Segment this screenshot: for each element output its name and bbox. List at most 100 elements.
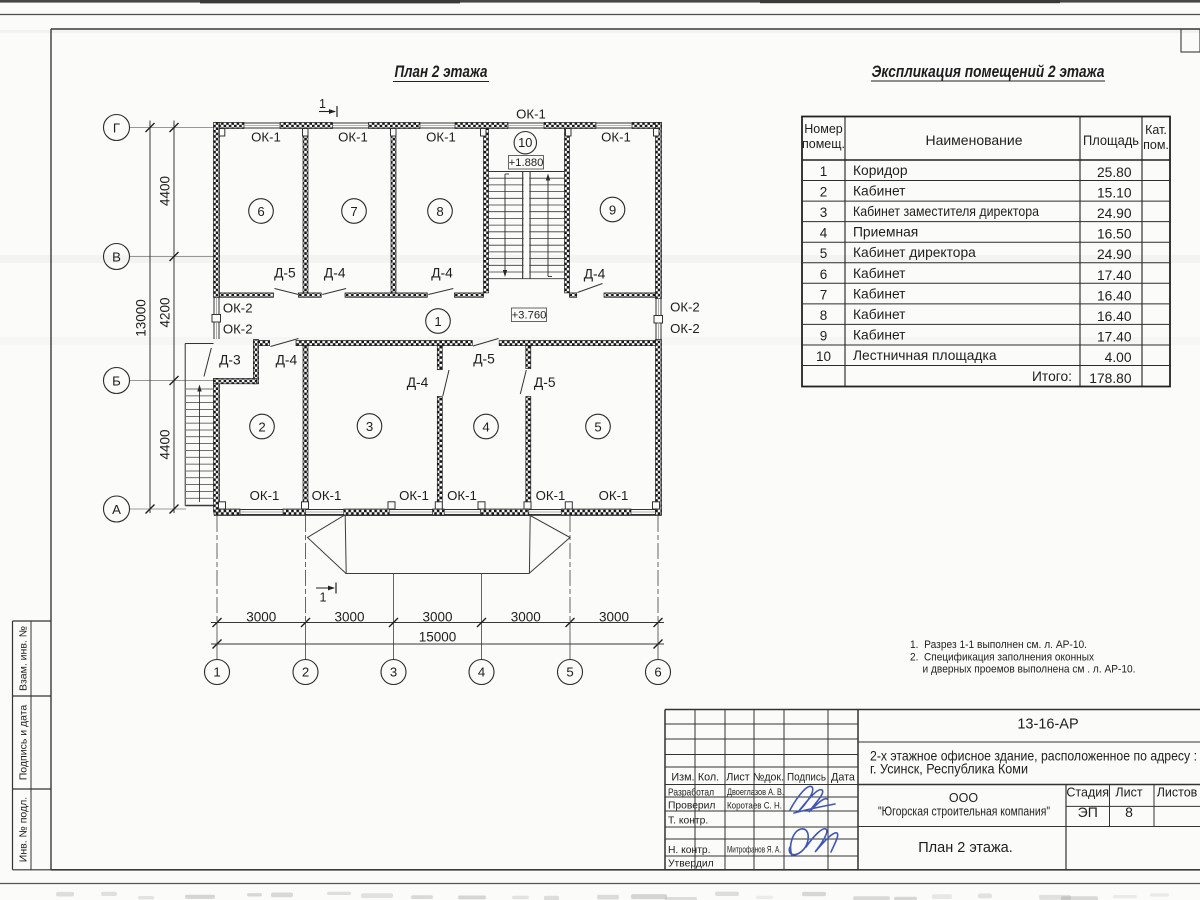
svg-text:ОК-2: ОК-2 <box>670 321 700 336</box>
svg-text:Итого:: Итого: <box>1032 369 1072 384</box>
svg-text:5: 5 <box>820 246 828 261</box>
svg-text:Д-4: Д-4 <box>276 353 298 368</box>
svg-text:1: 1 <box>434 314 441 329</box>
svg-text:1: 1 <box>213 665 220 680</box>
svg-text:Наименование: Наименование <box>925 132 1022 148</box>
svg-text:4400: 4400 <box>158 176 173 206</box>
svg-text:4: 4 <box>482 419 489 434</box>
svg-text:9: 9 <box>820 328 828 343</box>
svg-text:Коротаев С. Н.: Коротаев С. Н. <box>727 800 782 810</box>
svg-text:7: 7 <box>820 287 828 302</box>
svg-text:8: 8 <box>436 204 443 219</box>
svg-text:Лестничная площадка: Лестничная площадка <box>853 348 997 363</box>
svg-text:Разработал: Разработал <box>668 786 714 798</box>
svg-text:ОК-1: ОК-1 <box>399 488 429 503</box>
svg-text:Д-4: Д-4 <box>407 375 429 390</box>
svg-text:1: 1 <box>320 591 327 605</box>
svg-text:16.40: 16.40 <box>1097 288 1132 303</box>
svg-text:Д-4: Д-4 <box>431 266 453 281</box>
svg-text:Н. контр.: Н. контр. <box>668 845 711 856</box>
svg-text:ОК-2: ОК-2 <box>223 322 253 337</box>
svg-text:2: 2 <box>258 419 265 434</box>
svg-text:Взам. инв. №: Взам. инв. № <box>18 626 30 691</box>
svg-text:ОК-1: ОК-1 <box>601 130 631 145</box>
svg-text:1: 1 <box>319 97 326 111</box>
svg-text:3: 3 <box>390 665 397 680</box>
svg-text:Д-5: Д-5 <box>534 375 556 390</box>
svg-text:Митрофанов Я. А.: Митрофанов Я. А. <box>727 845 781 855</box>
svg-text:Двоеглазов А. В.: Двоеглазов А. В. <box>727 787 784 797</box>
svg-text:Кабинет: Кабинет <box>853 307 906 322</box>
svg-text:Стадия: Стадия <box>1066 786 1109 800</box>
svg-text:ЭП: ЭП <box>1078 804 1098 820</box>
svg-text:Площадь: Площадь <box>1083 132 1139 148</box>
svg-text:Коридор: Коридор <box>853 163 908 178</box>
svg-text:Кабинет: Кабинет <box>853 266 906 281</box>
svg-text:Кабинет: Кабинет <box>853 327 906 342</box>
svg-text:10: 10 <box>816 349 831 364</box>
svg-text:4200: 4200 <box>158 297 173 327</box>
svg-text:и дверных проемов выполнена см: и дверных проемов выполнена см . л. АР-1… <box>923 663 1136 675</box>
svg-text:13-16-АР: 13-16-АР <box>1017 717 1078 733</box>
svg-text:№док.: №док. <box>753 771 784 783</box>
svg-text:3000: 3000 <box>334 610 364 625</box>
svg-text:ОК-2: ОК-2 <box>223 301 253 316</box>
svg-text:3: 3 <box>366 419 373 434</box>
svg-text:Изм.: Изм. <box>671 771 694 783</box>
svg-text:Кат.: Кат. <box>1145 123 1167 137</box>
svg-text:Подпись: Подпись <box>787 771 826 783</box>
svg-text:Дата: Дата <box>831 771 855 783</box>
svg-text:16.40: 16.40 <box>1097 309 1132 324</box>
svg-text:Листов: Листов <box>1157 786 1198 800</box>
svg-text:помещ.: помещ. <box>802 137 845 151</box>
svg-text:ОК-1: ОК-1 <box>426 130 456 145</box>
svg-text:15000: 15000 <box>419 630 457 645</box>
svg-text:10: 10 <box>518 135 532 150</box>
svg-text:Подпись и дата: Подпись и дата <box>18 705 30 781</box>
svg-text:Д-4: Д-4 <box>584 267 606 282</box>
svg-text:5: 5 <box>566 665 573 680</box>
svg-text:24.90: 24.90 <box>1097 206 1132 221</box>
svg-text:2-х этажное офисное здание, ра: 2-х этажное офисное здание, расположенно… <box>870 748 1197 763</box>
svg-text:ОК-1: ОК-1 <box>536 488 566 503</box>
svg-text:Кабинет: Кабинет <box>853 286 906 301</box>
svg-text:ОК-1: ОК-1 <box>516 107 546 122</box>
svg-text:1: 1 <box>820 164 828 179</box>
svg-text:Д-5: Д-5 <box>473 352 495 367</box>
svg-text:16.50: 16.50 <box>1097 227 1132 242</box>
svg-text:6: 6 <box>257 204 264 219</box>
svg-text:4: 4 <box>478 665 485 680</box>
svg-text:8: 8 <box>820 308 828 323</box>
svg-text:Д-4: Д-4 <box>324 266 346 281</box>
svg-text:Экспликация помещений 2 этажа: Экспликация помещений 2 этажа <box>872 62 1105 81</box>
svg-text:ООО: ООО <box>949 791 978 805</box>
svg-text:Г: Г <box>113 120 120 135</box>
svg-text:8: 8 <box>1125 804 1133 820</box>
svg-text:3000: 3000 <box>599 610 629 625</box>
svg-text:ОК-1: ОК-1 <box>251 130 281 145</box>
svg-text:Т. контр.: Т. контр. <box>668 816 708 827</box>
svg-text:Кабинет директора: Кабинет директора <box>853 245 976 260</box>
svg-text:ОК-1: ОК-1 <box>599 488 629 503</box>
svg-text:Кабинет заместителя директора: Кабинет заместителя директора <box>853 204 1039 219</box>
svg-text:25.80: 25.80 <box>1097 165 1132 180</box>
svg-text:+3.760: +3.760 <box>512 310 547 322</box>
svg-text:17.40: 17.40 <box>1097 268 1132 283</box>
svg-text:13000: 13000 <box>134 299 149 337</box>
svg-text:24.90: 24.90 <box>1097 247 1132 262</box>
svg-text:пом.: пом. <box>1143 138 1169 152</box>
svg-text:17.40: 17.40 <box>1097 329 1132 344</box>
svg-text:Лист: Лист <box>726 771 750 783</box>
svg-text:1. Разрез 1-1 выполнен см. л.: 1. Разрез 1-1 выполнен см. л. АР-10. <box>910 639 1087 651</box>
svg-text:3: 3 <box>820 205 828 220</box>
svg-text:В: В <box>112 249 121 264</box>
svg-text:Кабинет: Кабинет <box>853 184 906 199</box>
svg-text:Д-3: Д-3 <box>219 353 241 368</box>
svg-text:7: 7 <box>350 204 357 219</box>
svg-text:4.00: 4.00 <box>1105 350 1132 365</box>
svg-text:6: 6 <box>654 665 661 680</box>
svg-text:178.80: 178.80 <box>1089 371 1132 386</box>
svg-text:ОК-2: ОК-2 <box>670 300 700 315</box>
svg-text:Лист: Лист <box>1115 786 1142 800</box>
svg-text:План 2 этажа.: План 2 этажа. <box>918 840 1013 856</box>
